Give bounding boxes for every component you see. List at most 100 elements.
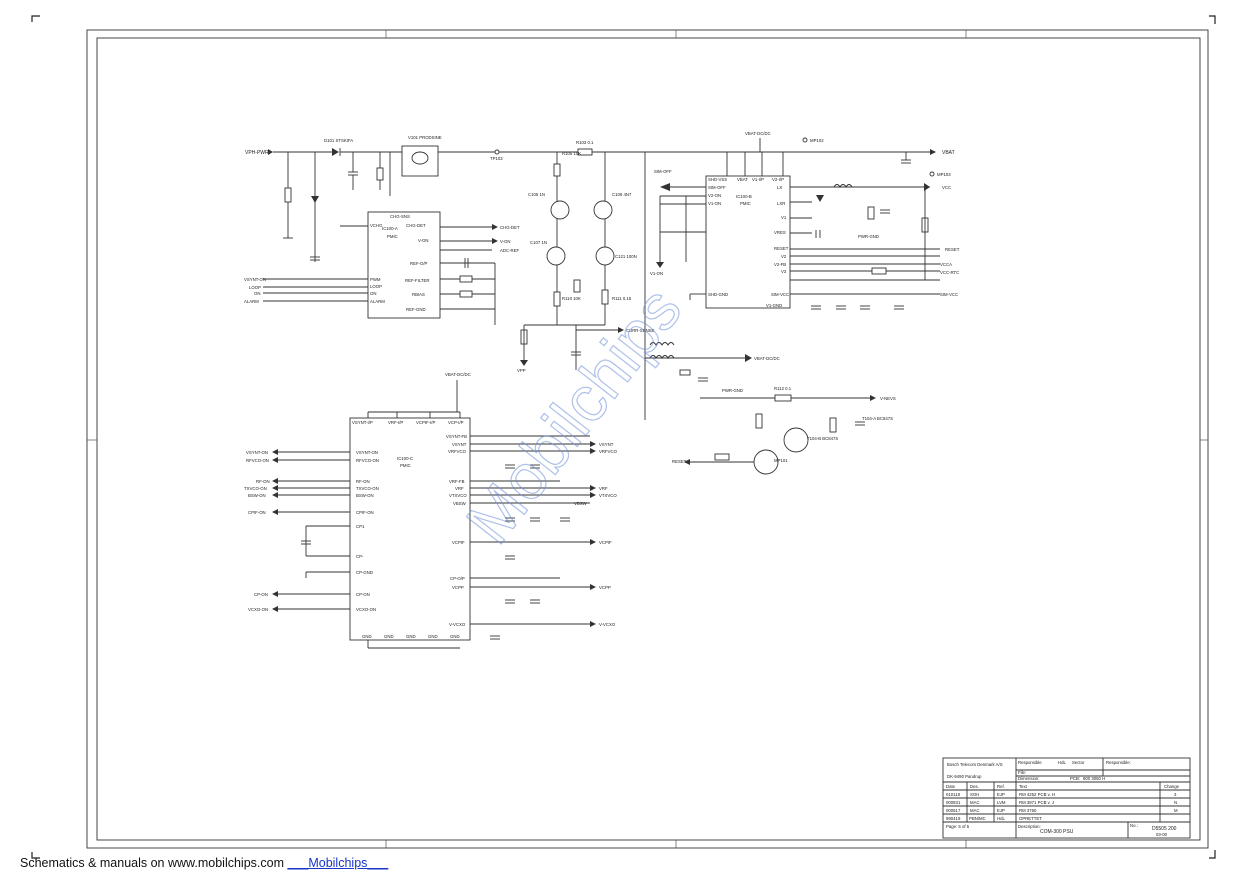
net-vpp: VPP — [517, 368, 526, 373]
svg-text:GND: GND — [406, 634, 416, 639]
svg-text:MP103: MP103 — [937, 172, 951, 177]
svg-text:Page: 5 of 5: Page: 5 of 5 — [946, 824, 970, 829]
svg-text:MAC: MAC — [970, 808, 980, 813]
svg-text:VSYNT-ON: VSYNT-ON — [246, 450, 268, 455]
svg-text:V2-FB: V2-FB — [774, 262, 786, 267]
svg-text:R110 10K: R110 10K — [562, 296, 581, 301]
svg-text:VRF: VRF — [599, 486, 608, 491]
svg-text:N: N — [1174, 800, 1177, 805]
svg-text:ON: ON — [254, 291, 260, 296]
svg-text:3: 3 — [1174, 792, 1177, 797]
svg-text:T104-B BC847S: T104-B BC847S — [807, 436, 838, 441]
net-curr-sense: CURR-SENSE — [626, 328, 655, 333]
svg-text:LOOP: LOOP — [370, 284, 382, 289]
svg-text:OPRETTET: OPRETTET — [1019, 816, 1042, 821]
svg-text:T104-A BC847S: T104-A BC847S — [862, 416, 893, 421]
svg-text:VCHG: VCHG — [370, 223, 383, 228]
svg-text:VBAT: VBAT — [737, 177, 748, 182]
svg-text:ALARM: ALARM — [370, 299, 385, 304]
svg-text:LOOP: LOOP — [249, 285, 261, 290]
svg-text:V1-I/P: V1-I/P — [752, 177, 764, 182]
net-label-vbat: VBAT — [942, 150, 955, 156]
svg-text:RFVCO-ON: RFVCO-ON — [356, 458, 379, 463]
vph-pwr-rail: VPH-PWR VBAT V101 PRODSINE D101 STSKIFA … — [245, 135, 955, 262]
svg-text:SHD-VSS: SHD-VSS — [708, 177, 727, 182]
svg-text:VBSW: VBSW — [453, 501, 467, 506]
net-reset: RESET — [945, 247, 960, 252]
svg-text:V-VCXO: V-VCXO — [449, 622, 466, 627]
svg-text:V1-ON: V1-ON — [708, 201, 721, 206]
svg-text:PCB:: PCB: — [1070, 776, 1080, 781]
svg-text:000517: 000517 — [946, 808, 961, 813]
svg-text:PMIC: PMIC — [400, 463, 411, 468]
svg-text:PWR-GND: PWR-GND — [722, 388, 743, 393]
svg-text:R105 10K: R105 10K — [562, 151, 581, 156]
mobilchips-link[interactable]: ___Mobilchips___ — [287, 856, 389, 870]
svg-text:V2: V2 — [781, 254, 787, 259]
ic100-a: IC100-A PMIC CHG-SNS VCHG PWM LOOP ON AL… — [244, 211, 520, 325]
svg-text:C121 100N: C121 100N — [615, 254, 637, 259]
ic100-c: VBAT-DC/DC IC100-C PMIC VSYNT-I/P VRF-I/… — [244, 372, 618, 649]
net-pwr-gnd: PWR-GND — [858, 234, 879, 239]
ic-a-top-pin: CHG-SNS — [390, 214, 410, 219]
svg-text:TXVCO-ON: TXVCO-ON — [244, 486, 267, 491]
svg-text:GND: GND — [384, 634, 394, 639]
reset-block: V-NEVS RESET R112 0.1 T104-B BC847S MP10… — [672, 386, 896, 475]
svg-text:CP-O/P: CP-O/P — [450, 576, 465, 581]
svg-text:VBAT-DC/DC: VBAT-DC/DC — [754, 356, 780, 361]
svg-text:CP-ON: CP-ON — [356, 592, 370, 597]
watermark-text: Mobilchips — [452, 274, 695, 557]
svg-text:BSW-ON: BSW-ON — [248, 493, 266, 498]
inner-border — [96, 37, 1201, 841]
svg-text:000831: 000831 — [946, 800, 961, 805]
svg-text:LXR: LXR — [777, 201, 785, 206]
svg-text:V2-I/P: V2-I/P — [772, 177, 784, 182]
svg-text:CP-GND: CP-GND — [356, 570, 373, 575]
svg-text:010118: 010118 — [946, 792, 961, 797]
svg-text:R111 0.15: R111 0.15 — [612, 296, 632, 301]
svg-text:D5505 200: D5505 200 — [1152, 826, 1177, 832]
svg-text:VSYNT-I/P: VSYNT-I/P — [352, 420, 373, 425]
svg-text:Ref.: Ref. — [997, 784, 1005, 789]
svg-text:CHG-DET: CHG-DET — [406, 223, 426, 228]
svg-text:MP102: MP102 — [810, 138, 824, 143]
svg-text:ON: ON — [370, 291, 376, 296]
net-v1-on: V1-ON — [650, 271, 663, 276]
svg-text:Responsible:: Responsible: — [1106, 760, 1131, 765]
svg-text:RFVCO-ON: RFVCO-ON — [246, 458, 269, 463]
svg-text:990419: 990419 — [946, 816, 961, 821]
svg-text:VCPP: VCPP — [452, 585, 464, 590]
svg-text:900 3050 H: 900 3050 H — [1083, 776, 1105, 781]
svg-text:CPIF-ON: CPIF-ON — [356, 510, 374, 515]
svg-text:VBSW: VBSW — [574, 501, 588, 506]
net-sim-vcc: SIM-VCC — [940, 292, 958, 297]
svg-text:V1-GND: V1-GND — [766, 303, 782, 308]
net-adc-ref: ADC-REF — [500, 248, 519, 253]
svg-text:MAC: MAC — [970, 800, 980, 805]
svg-text:TXVCO-ON: TXVCO-ON — [356, 486, 379, 491]
svg-text:V3: V3 — [781, 269, 787, 274]
svg-text:SIM-VCC: SIM-VCC — [771, 292, 789, 297]
svg-text:RBIAS: RBIAS — [412, 292, 425, 297]
svg-text:Date: Date — [946, 784, 956, 789]
svg-text:CP-ON: CP-ON — [254, 592, 268, 597]
svg-text:CPIF-ON: CPIF-ON — [248, 510, 266, 515]
zone-ticks — [87, 30, 1208, 848]
svg-text:C107 1N: C107 1N — [530, 240, 547, 245]
net-vcc: VCC — [942, 185, 951, 190]
svg-text:M: M — [1174, 808, 1178, 813]
svg-text:REF-FILTER: REF-FILTER — [405, 278, 430, 283]
svg-text:RESET: RESET — [672, 459, 687, 464]
svg-text:VCPP: VCPP — [599, 585, 611, 590]
svg-text:VRF-I/P: VRF-I/P — [388, 420, 403, 425]
svg-text:RM 3871 PCB v. J: RM 3871 PCB v. J — [1019, 800, 1054, 805]
svg-text:C105 1N: C105 1N — [528, 192, 545, 197]
svg-text:Bosch Telecom Denmark A/S: Bosch Telecom Denmark A/S — [947, 762, 1003, 767]
svg-text:SHD-GND: SHD-GND — [708, 292, 728, 297]
svg-text:COM-300 PSU: COM-300 PSU — [1040, 829, 1074, 835]
svg-text:V1: V1 — [781, 215, 787, 220]
svg-text:VCXO-ON: VCXO-ON — [248, 607, 268, 612]
svg-text:V-ON: V-ON — [418, 238, 429, 243]
svg-text:VBAT-DC/DC: VBAT-DC/DC — [445, 372, 471, 377]
